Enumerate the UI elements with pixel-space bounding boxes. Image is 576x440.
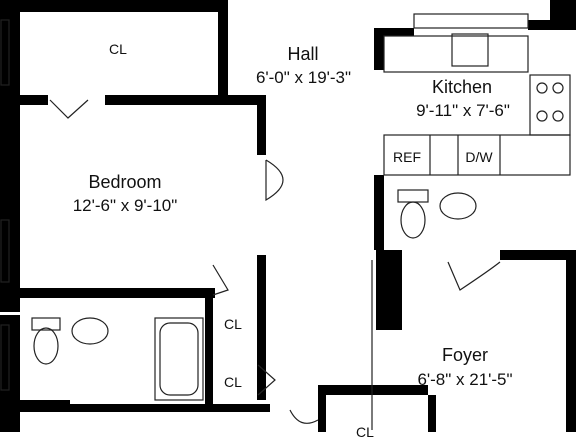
toilet-bath [33,327,59,365]
wall-closet-right [218,0,228,100]
wall-bedroom-right-top [257,95,266,155]
wall-lower-right [428,395,436,432]
wall-left-mid [0,102,20,312]
closet-label-top: CL [109,41,127,57]
sink-bath [71,317,109,345]
closet-label-mid: CL [224,316,242,332]
closet-label-bottom: CL [356,424,374,440]
wall-bath-bottom-r [70,404,270,412]
sink-powder [439,192,477,220]
window-left-top [0,19,10,86]
toilet-powder [400,201,426,239]
door-swing-bedroom [49,99,89,119]
window-left-low [0,324,10,391]
bathtub [154,317,204,401]
wall-foyer-top [500,250,576,260]
bedroom-dims: 12'-6" x 9'-10" [72,196,178,215]
door-swing-closet [212,264,229,296]
wall-foyer-left-a [374,175,384,250]
stove [529,74,571,136]
kitchen-window [413,13,529,29]
bedroom-name: Bedroom [88,172,162,192]
wall-bedroom-top-right [105,95,265,105]
refrigerator-label: REF [393,149,421,165]
door-swing-lower [289,409,319,424]
wall-closet-sep [205,288,213,408]
wall-bedroom-top-left [0,95,48,105]
closet-label-low: CL [224,374,242,390]
kitchen-name: Kitchen [431,77,493,97]
window-left-mid [0,219,10,283]
wall-kitchen-corner [550,0,576,30]
wall-foyer-right [566,250,576,432]
door-swing-hall [265,159,284,202]
wall-kitchen-left [374,28,384,70]
linework [0,13,571,430]
door-swing-foyer [447,261,501,291]
kitchen-counter-top [383,35,529,73]
foyer-name: Foyer [441,345,488,365]
wall-left-top [0,0,20,110]
kitchen-sink [451,33,489,67]
wall-bedroom-right-low [257,255,266,400]
wall-lower-mid-v [318,385,326,432]
hall-name: Hall [287,44,319,64]
wall-foyer-left-b [376,250,402,330]
wall-bedroom-bottom [0,288,215,298]
wall-left-low [0,315,20,432]
wall-kitchen-top-left [374,28,414,36]
kitchen-dims: 9'-11" x 7'-6" [416,101,510,120]
lower-counter [383,134,571,176]
wall-top-left [0,0,228,12]
wall-lower-mid [318,385,428,395]
dishwasher-label: D/W [465,149,493,165]
wall-bath-bottom [0,400,70,412]
door-swing-closet2 [257,364,276,396]
foyer-dims: 6'-8" x 21'-5" [417,370,513,389]
hall-dims: 6'-0" x 19'-3" [255,68,352,87]
